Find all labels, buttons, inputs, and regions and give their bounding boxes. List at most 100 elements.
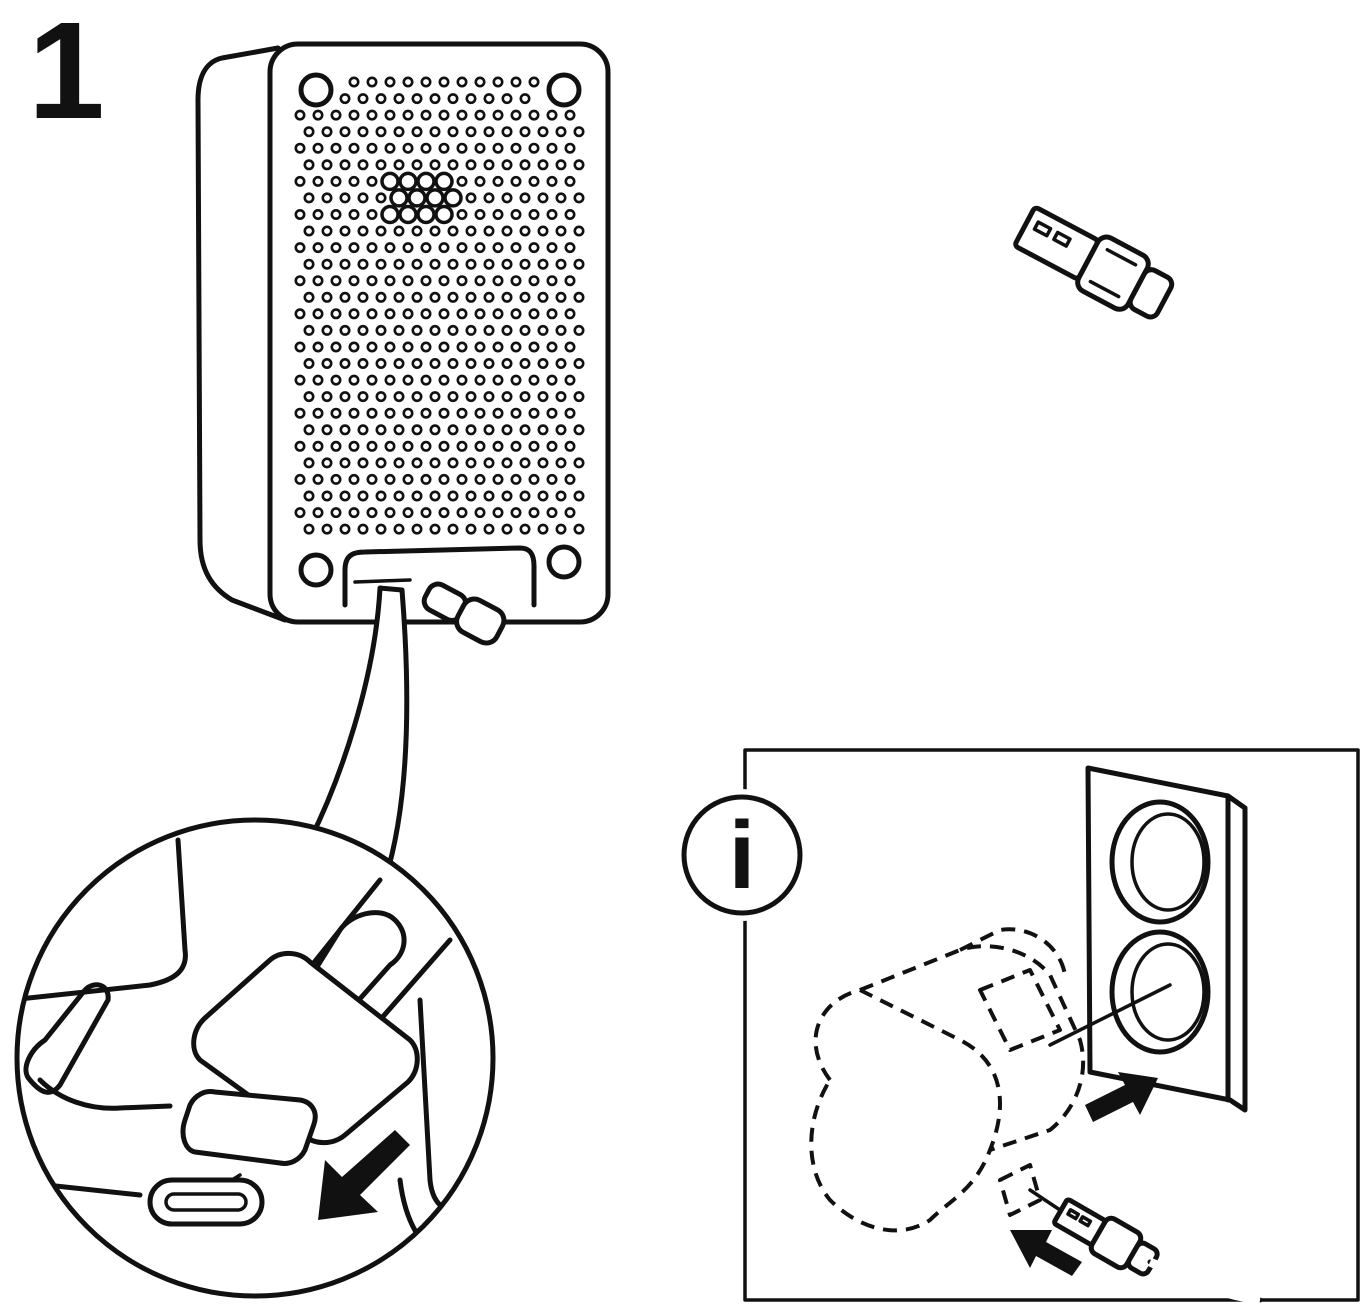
grille-hole bbox=[420, 440, 432, 452]
grille-hole bbox=[492, 242, 504, 254]
grille-hole bbox=[546, 242, 558, 254]
grille-hole bbox=[312, 175, 324, 187]
grille-hole bbox=[366, 275, 378, 287]
grille-hole bbox=[447, 258, 459, 270]
grille-hole bbox=[528, 341, 540, 353]
grille-hole bbox=[393, 258, 405, 270]
grille-hole bbox=[294, 275, 306, 287]
grille-hole bbox=[402, 374, 414, 386]
grille-hole bbox=[303, 490, 315, 502]
grille-hole bbox=[357, 291, 369, 303]
grille-hole bbox=[447, 391, 459, 403]
grille-hole bbox=[380, 171, 400, 192]
grille-hole bbox=[393, 424, 405, 436]
usb-cable bbox=[462, 262, 1159, 684]
grille-hole bbox=[384, 473, 396, 485]
grille-hole bbox=[384, 374, 396, 386]
grille-hole bbox=[465, 324, 477, 336]
grille-hole bbox=[330, 275, 342, 287]
grille-hole bbox=[330, 308, 342, 320]
grille-hole bbox=[492, 341, 504, 353]
grille-hole bbox=[420, 374, 432, 386]
grille-hole bbox=[465, 126, 477, 138]
grille-hole bbox=[348, 209, 360, 221]
grille-hole bbox=[303, 291, 315, 303]
insert-arrow-down-icon bbox=[318, 1130, 410, 1220]
grille-hole bbox=[330, 341, 342, 353]
grille-hole bbox=[348, 440, 360, 452]
grille-hole bbox=[434, 204, 454, 225]
grille-hole bbox=[474, 473, 486, 485]
grille-hole bbox=[330, 407, 342, 419]
grille-hole bbox=[321, 126, 333, 138]
grille-hole bbox=[438, 308, 450, 320]
grille-hole bbox=[420, 473, 432, 485]
grille-hole bbox=[384, 76, 396, 88]
grille-hole bbox=[375, 93, 387, 105]
grille-hole bbox=[393, 357, 405, 369]
grille-hole bbox=[398, 171, 418, 192]
grille-hole bbox=[339, 225, 351, 237]
grille-hole bbox=[402, 109, 414, 121]
grille-hole bbox=[537, 391, 549, 403]
grille-hole bbox=[321, 324, 333, 336]
grille-hole bbox=[519, 258, 531, 270]
grille-hole bbox=[303, 391, 315, 403]
grille-hole bbox=[564, 341, 576, 353]
grille-hole bbox=[393, 291, 405, 303]
grille-hole bbox=[411, 258, 423, 270]
grille-hole bbox=[438, 242, 450, 254]
grille-hole bbox=[555, 391, 567, 403]
grille-hole bbox=[474, 109, 486, 121]
grille-hole bbox=[384, 407, 396, 419]
grille-hole bbox=[555, 225, 567, 237]
grille-hole bbox=[564, 209, 576, 221]
grille-hole bbox=[546, 142, 558, 154]
grille-hole bbox=[537, 225, 549, 237]
grille-hole bbox=[429, 490, 441, 502]
grille-hole bbox=[519, 126, 531, 138]
grille-hole bbox=[366, 341, 378, 353]
grille-hole bbox=[492, 374, 504, 386]
grille-hole bbox=[303, 324, 315, 336]
grille-hole bbox=[348, 76, 360, 88]
grille-hole bbox=[555, 159, 567, 171]
grille-hole bbox=[483, 324, 495, 336]
grille-hole bbox=[573, 357, 585, 369]
grille-hole bbox=[438, 374, 450, 386]
grille-hole bbox=[483, 225, 495, 237]
grille-hole bbox=[573, 192, 585, 204]
grille-hole bbox=[330, 473, 342, 485]
grille-hole bbox=[528, 209, 540, 221]
grille-hole bbox=[456, 507, 468, 519]
grille-hole bbox=[510, 407, 522, 419]
grille-hole bbox=[420, 407, 432, 419]
grille-hole bbox=[375, 225, 387, 237]
grille-hole bbox=[483, 357, 495, 369]
grille-hole bbox=[555, 523, 567, 535]
grille-hole bbox=[411, 391, 423, 403]
grille-hole bbox=[501, 126, 513, 138]
grille-hole bbox=[546, 507, 558, 519]
grille-hole bbox=[456, 308, 468, 320]
grille-hole bbox=[573, 324, 585, 336]
grille-hole bbox=[465, 225, 477, 237]
grille-hole bbox=[483, 93, 495, 105]
grille-hole bbox=[528, 407, 540, 419]
grille-hole bbox=[438, 341, 450, 353]
grille-hole bbox=[564, 275, 576, 287]
grille-hole bbox=[393, 225, 405, 237]
grille-hole bbox=[528, 242, 540, 254]
grille-hole bbox=[519, 457, 531, 469]
grille-hole bbox=[366, 374, 378, 386]
grille-hole bbox=[393, 93, 405, 105]
grille-hole bbox=[447, 126, 459, 138]
zoom-detail bbox=[14, 817, 496, 1299]
grille-hole bbox=[312, 275, 324, 287]
grille-hole bbox=[483, 391, 495, 403]
grille-hole bbox=[339, 126, 351, 138]
grille-hole bbox=[474, 209, 486, 221]
grille-hole bbox=[294, 507, 306, 519]
grille-hole bbox=[501, 291, 513, 303]
grille-hole bbox=[420, 308, 432, 320]
